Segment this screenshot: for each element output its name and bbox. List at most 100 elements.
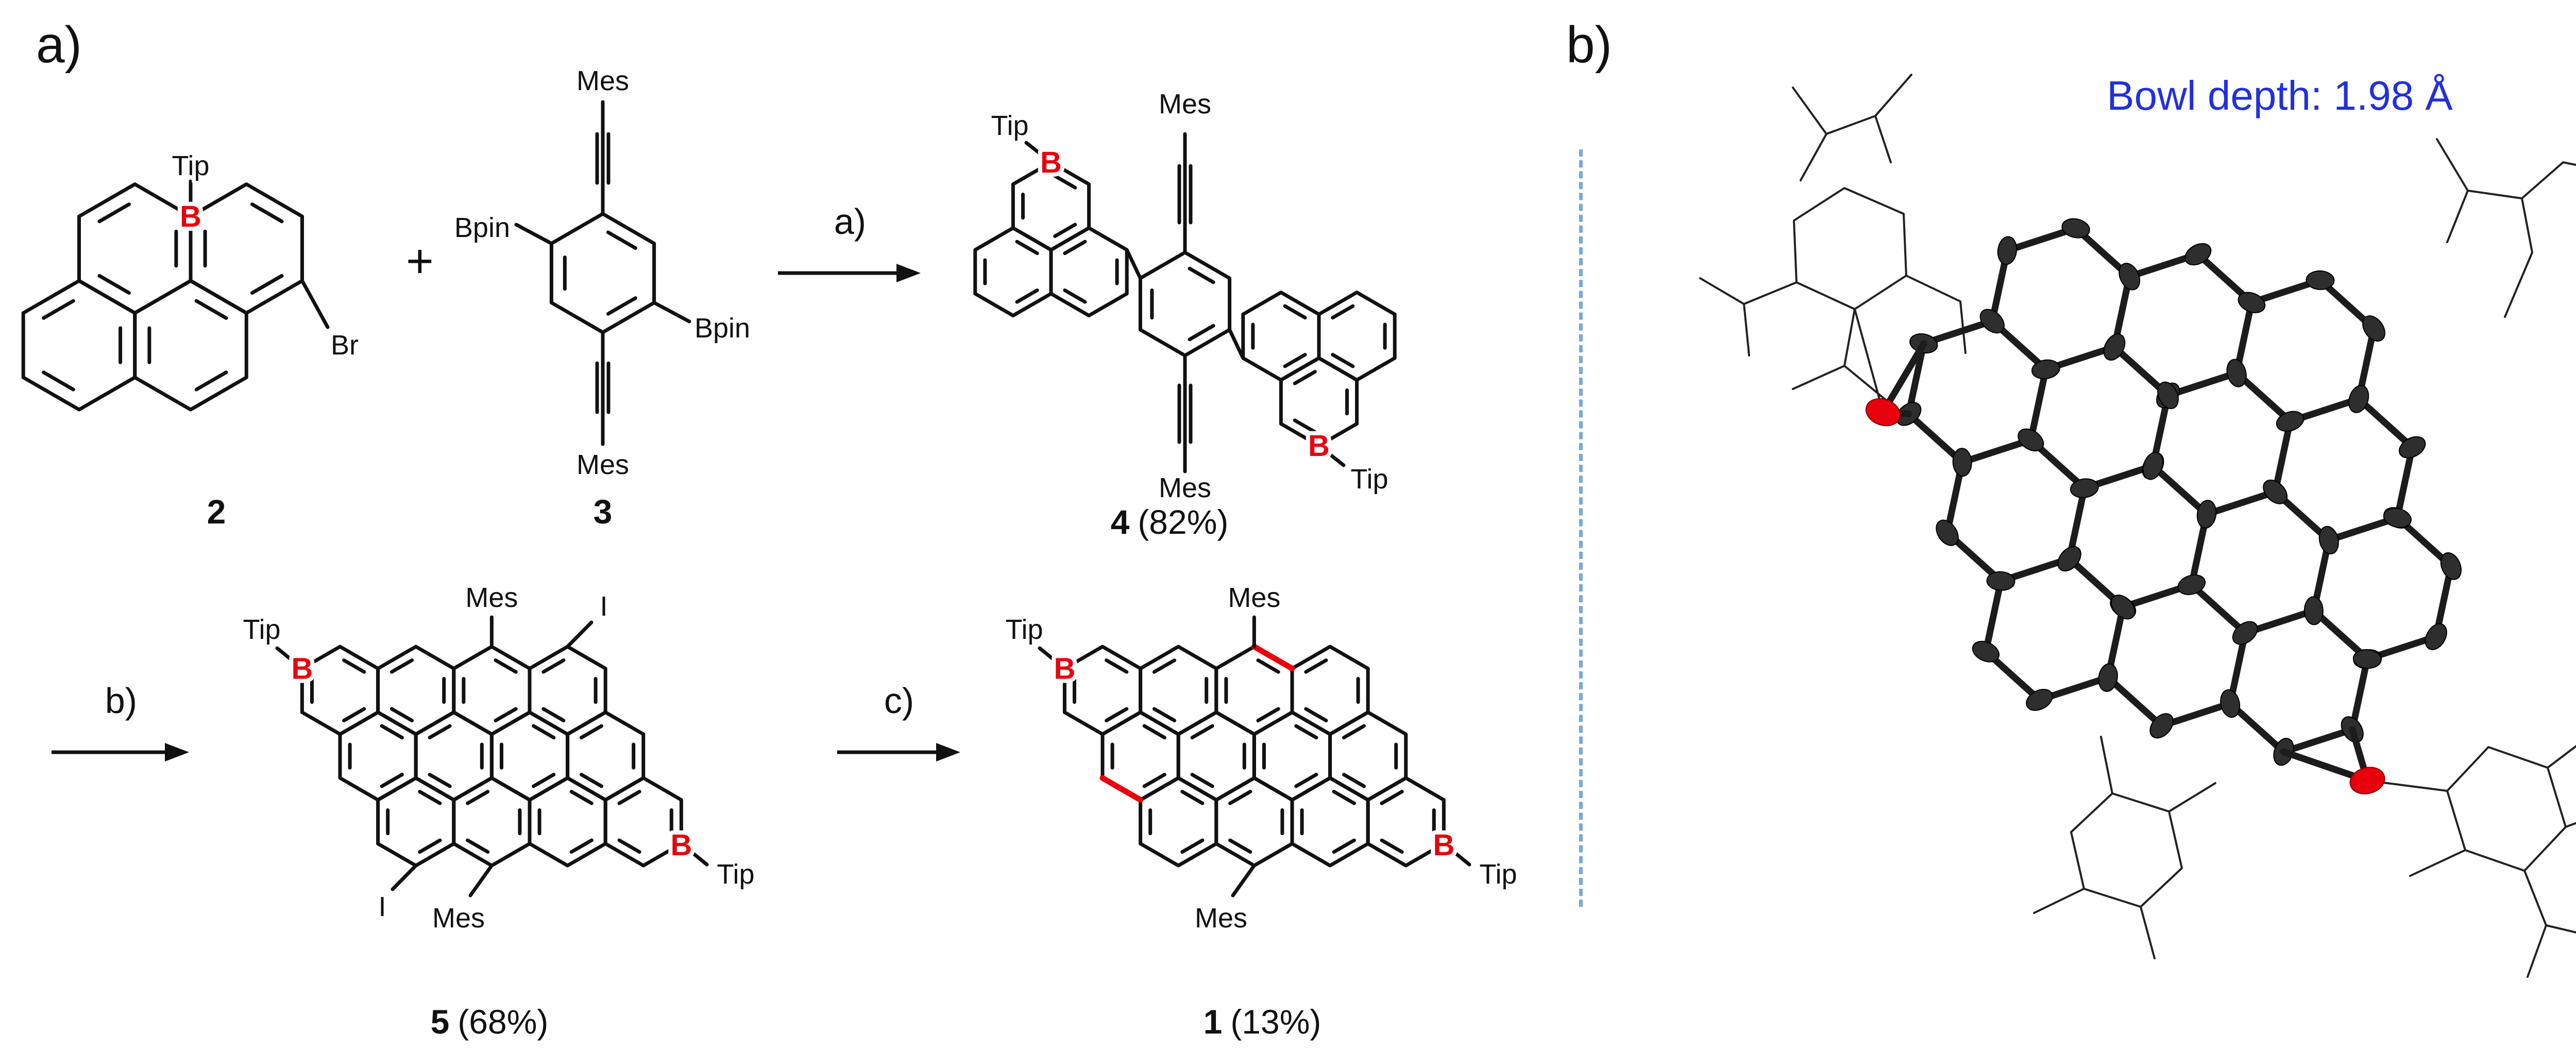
- atom-ellipsoid: [2157, 381, 2179, 410]
- bond: [514, 223, 553, 245]
- atom-ellipsoid: [2031, 359, 2060, 380]
- atom-ellipsoid: [2098, 663, 2118, 692]
- double-bond: [1228, 838, 1252, 854]
- atom-ellipsoid: [1972, 640, 2000, 663]
- atom-ellipsoid: [2425, 623, 2447, 650]
- compound-1-rings: [1062, 645, 1446, 868]
- bond: [275, 646, 304, 670]
- crystal-bond: [1959, 436, 2035, 466]
- compound-2-structure: Tip B Br: [21, 146, 363, 412]
- double-bond: [1294, 772, 1318, 788]
- double-bond: [1294, 724, 1318, 740]
- double-bond: [1293, 418, 1317, 434]
- mes-group-wireframe: [2436, 138, 2576, 318]
- double-bond: [617, 790, 641, 805]
- crystal-bond: [2394, 444, 2416, 521]
- double-bond: [1105, 707, 1129, 722]
- boron-ellipsoid-left: [1865, 398, 1901, 427]
- ring-bond: [21, 279, 137, 412]
- crystal-bond: [2286, 396, 2362, 425]
- double-bond: [1188, 324, 1215, 342]
- compound-3-number: 3: [593, 493, 613, 531]
- double-bond: [1331, 304, 1355, 320]
- reaction-arrow-c: [837, 743, 960, 762]
- crystal-bond: [2027, 366, 2049, 444]
- bond: [679, 842, 709, 867]
- double-bond: [342, 658, 366, 674]
- atom-ellipsoid: [2103, 333, 2126, 361]
- double-bond: [1293, 370, 1317, 385]
- tip-label: Tip: [172, 150, 209, 181]
- atom-ellipsoid: [2352, 649, 2382, 669]
- double-bond: [532, 724, 556, 740]
- double-bond: [1180, 790, 1205, 805]
- step-a-label: a): [834, 201, 867, 242]
- double-bond: [606, 230, 637, 250]
- bpin-left-label: Bpin: [454, 212, 510, 243]
- atom-ellipsoid: [2061, 218, 2090, 239]
- boron-label: B: [180, 200, 201, 233]
- atom-ellipsoid: [1936, 519, 1959, 546]
- double-bond: [97, 274, 131, 295]
- double-bond: [466, 838, 490, 854]
- double-bond: [250, 274, 284, 295]
- iodo-top-label: I: [600, 591, 607, 622]
- boron-ellipsoid-right: [2349, 767, 2385, 794]
- atom-ellipsoid: [2318, 526, 2339, 555]
- atom-ellipsoid: [2196, 500, 2217, 529]
- bond: [1317, 444, 1346, 467]
- tip-left-label: Tip: [243, 614, 280, 645]
- arrow-head: [896, 264, 921, 282]
- double-bond: [532, 772, 556, 788]
- atom-ellipsoid: [2149, 713, 2174, 739]
- tip-right-label: Tip: [1350, 464, 1388, 495]
- compound-1-number: 1: [1203, 1003, 1223, 1041]
- ring-bond: [549, 212, 656, 334]
- double-bond: [1256, 707, 1280, 722]
- double-bond: [428, 772, 452, 788]
- double-bond: [1190, 724, 1214, 740]
- crystal-bond: [2149, 462, 2210, 518]
- compound-4-label: 4(82%): [1041, 502, 1298, 542]
- bond: [468, 864, 494, 898]
- tip-group-wireframe: [1699, 187, 1967, 413]
- compound-4-structure: Tip B Mes Mes B Tip: [973, 84, 1397, 507]
- double-bond: [1342, 724, 1366, 740]
- double-bond: [1332, 838, 1356, 854]
- mes-top-label: Mes: [1228, 582, 1280, 613]
- atom-ellipsoid: [2303, 596, 2324, 625]
- double-bond: [389, 707, 414, 722]
- atom-ellipsoid: [2306, 270, 2335, 290]
- atom-ellipsoid: [2232, 621, 2258, 645]
- double-bond: [42, 370, 75, 392]
- atom-ellipsoid: [2348, 385, 2369, 413]
- double-bond: [1015, 240, 1039, 256]
- arrow-head: [165, 743, 189, 762]
- boron-left-label: B: [1054, 652, 1075, 686]
- double-bond: [1304, 658, 1328, 674]
- step-c-label: c): [884, 681, 914, 721]
- double-bond: [617, 838, 641, 854]
- bromo-label: Br: [331, 330, 359, 361]
- atom-ellipsoid: [2440, 552, 2462, 580]
- compound-5-label: 5(68%): [361, 1002, 618, 1041]
- double-bond: [1283, 304, 1307, 320]
- compound-4-number: 4: [1110, 503, 1130, 541]
- double-bond: [606, 296, 637, 316]
- mes-top-label: Mes: [465, 582, 518, 613]
- plus-sign: +: [406, 235, 434, 287]
- panel-a-label: a): [36, 16, 82, 74]
- atom-ellipsoid: [2263, 479, 2288, 504]
- compound-3-label: 3: [484, 492, 721, 531]
- bpin-right-label: Bpin: [694, 313, 750, 344]
- compound-1-yield: (13%): [1230, 1003, 1321, 1041]
- bond: [1125, 248, 1142, 280]
- double-bond: [342, 707, 366, 722]
- compound-2-number: 2: [207, 493, 226, 531]
- double-bond: [466, 790, 490, 805]
- double-bond: [250, 202, 284, 224]
- carbon-framework: [1895, 218, 2462, 766]
- boron-left-label: B: [1040, 146, 1062, 179]
- arrow-head: [936, 743, 960, 762]
